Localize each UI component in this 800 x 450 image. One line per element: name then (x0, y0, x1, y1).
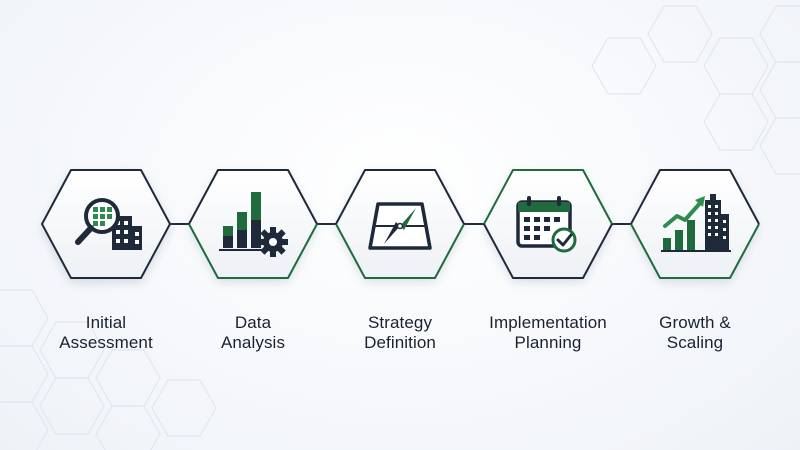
step-label-strategy-definition: Strategy Definition (325, 313, 475, 353)
step-label-line1: Initial (85, 313, 127, 332)
step-label-line1: Growth & (659, 313, 731, 332)
step-label-line2: Scaling (666, 333, 724, 352)
calendar-check-icon (516, 196, 577, 253)
hexagon-frame (630, 169, 760, 279)
step-implementation-planning (478, 164, 618, 284)
magnifier-building-icon (75, 198, 142, 250)
step-label-implementation-planning: Implementation Planning (473, 313, 623, 353)
step-label-line2: Analysis (220, 333, 286, 352)
step-label-initial-assessment: Initial Assessment (31, 313, 181, 353)
step-label-line2: Planning (514, 333, 582, 352)
hexagon-frame (41, 169, 171, 279)
step-initial-assessment (36, 164, 176, 284)
hexagon-frame (483, 169, 613, 279)
step-label-data-analysis: Data Analysis (178, 313, 328, 353)
step-label-line1: Strategy (367, 313, 433, 332)
bar-chart-gear-icon (219, 192, 288, 257)
step-data-analysis (183, 164, 323, 284)
step-strategy-definition (330, 164, 470, 284)
step-label-line2: Assessment (59, 333, 153, 352)
step-growth-scaling (625, 164, 765, 284)
compass-icon (368, 202, 432, 250)
step-label-line1: Implementation (489, 313, 607, 332)
step-label-line2: Definition (364, 333, 436, 352)
hexagon-frame (335, 169, 465, 279)
growth-chart-buildings-icon (661, 194, 731, 252)
step-label-growth-scaling: Growth & Scaling (620, 313, 770, 353)
step-label-line1: Data (234, 313, 272, 332)
hexagon-frame (188, 169, 318, 279)
